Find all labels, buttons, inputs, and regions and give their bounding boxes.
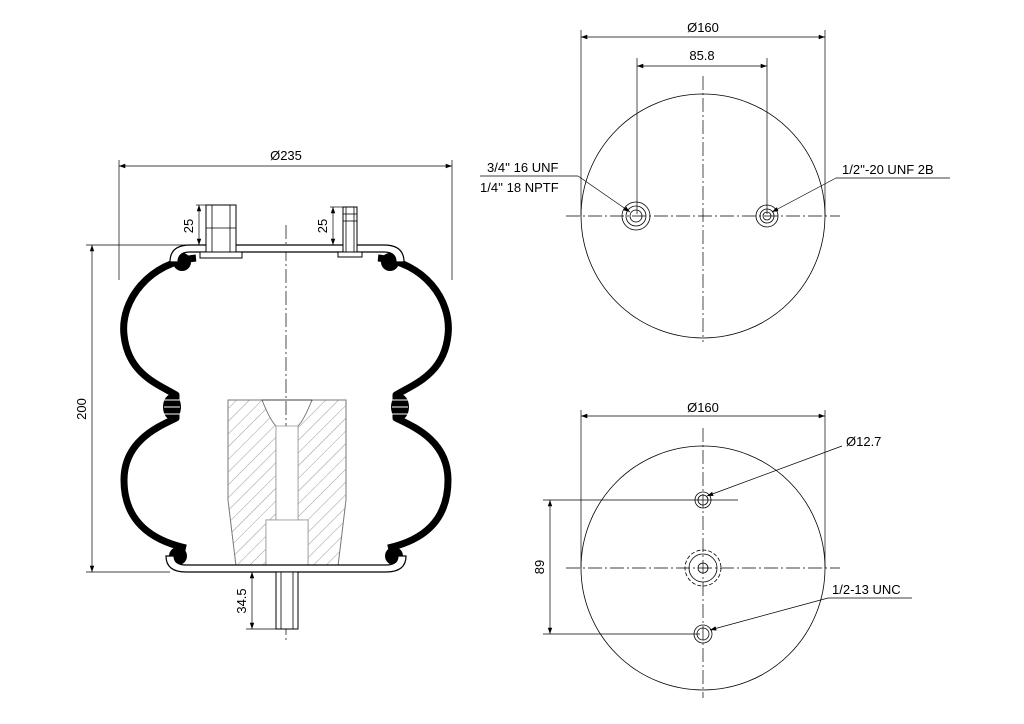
right-stud-height-label: 25 bbox=[315, 219, 330, 233]
port-thread-label-line2: 1/4'' 18 NPTF bbox=[480, 180, 559, 195]
top-view: Ø160 85.8 3/4'' 16 UNF 1/4'' 18 NPTF 1/2… bbox=[480, 20, 950, 342]
top-diameter-label: Ø160 bbox=[687, 20, 719, 35]
stud-hole bbox=[755, 204, 779, 228]
bottom-hole-center bbox=[684, 549, 722, 587]
bottom-bead-plate bbox=[165, 555, 407, 573]
girdle-ring-right bbox=[391, 394, 409, 420]
hole-diameter-label: Ø12.7 bbox=[846, 434, 881, 449]
side-height-label: 200 bbox=[74, 398, 89, 420]
stud-thread-label: 1/2''-20 UNF 2B bbox=[842, 162, 934, 177]
air-port bbox=[621, 201, 651, 231]
thread-label: 1/2-13 UNC bbox=[832, 582, 901, 597]
top-spacing-label: 85.8 bbox=[689, 48, 714, 63]
bottom-diameter-label: Ø160 bbox=[687, 400, 719, 415]
air-fitting-left: 25 bbox=[181, 204, 243, 259]
bottom-spacing-label: 89 bbox=[532, 560, 547, 574]
bellows-left bbox=[120, 254, 197, 552]
mounting-stud-right: 25 bbox=[315, 206, 363, 258]
bottom-view: Ø160 89 Ø12.7 1/2-13 UNC bbox=[532, 400, 912, 698]
bottom-stud: 34.5 bbox=[234, 571, 299, 630]
port-thread-label-line1: 3/4'' 16 UNF bbox=[487, 160, 558, 175]
bellows-right bbox=[377, 254, 452, 552]
side-diameter-label: Ø235 bbox=[270, 148, 302, 163]
side-view: Ø235 200 bbox=[74, 148, 453, 640]
side-diameter-dimension: Ø235 bbox=[118, 148, 453, 280]
left-fitting-height-label: 25 bbox=[181, 219, 196, 233]
girdle-ring-left bbox=[163, 394, 181, 420]
bottom-stud-length-label: 34.5 bbox=[234, 588, 249, 613]
top-bead-right bbox=[381, 253, 399, 271]
